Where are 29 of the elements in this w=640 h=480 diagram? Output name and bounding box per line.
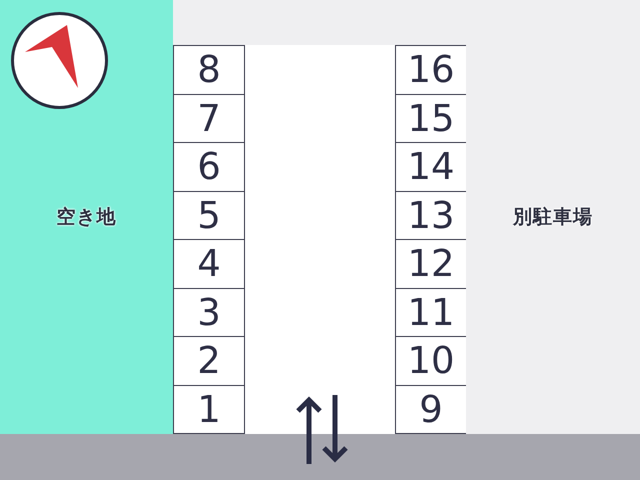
parking-space	[395, 45, 467, 94]
parking-space	[173, 239, 245, 288]
area-label: 空き地	[56, 205, 116, 230]
area-label: 別駐車場	[513, 205, 593, 230]
vacant-lot-area	[0, 0, 173, 434]
space-number: 15	[407, 100, 455, 137]
space-number: 9	[419, 390, 443, 428]
space-number: 12	[407, 245, 455, 282]
parking-space	[173, 142, 245, 192]
space-number: 11	[407, 294, 455, 331]
parking-space	[173, 45, 245, 94]
parking-space	[173, 94, 245, 143]
space-number: 13	[407, 196, 455, 234]
space-number: 8	[197, 51, 221, 88]
space-number: 1	[197, 390, 221, 428]
space-number: 5	[197, 196, 221, 234]
space-number: 16	[407, 51, 455, 88]
parking-space	[173, 288, 245, 337]
parking-space	[395, 384, 467, 434]
parking-space	[173, 190, 245, 240]
space-number: 10	[407, 342, 455, 380]
parking-space	[173, 336, 245, 386]
space-number: 4	[197, 245, 221, 282]
space-number: 14	[407, 148, 455, 186]
space-number: 2	[197, 342, 221, 380]
parking-space	[173, 384, 245, 434]
space-number: 6	[197, 148, 221, 186]
space-number: 7	[197, 100, 221, 137]
space-number: 3	[197, 294, 221, 331]
